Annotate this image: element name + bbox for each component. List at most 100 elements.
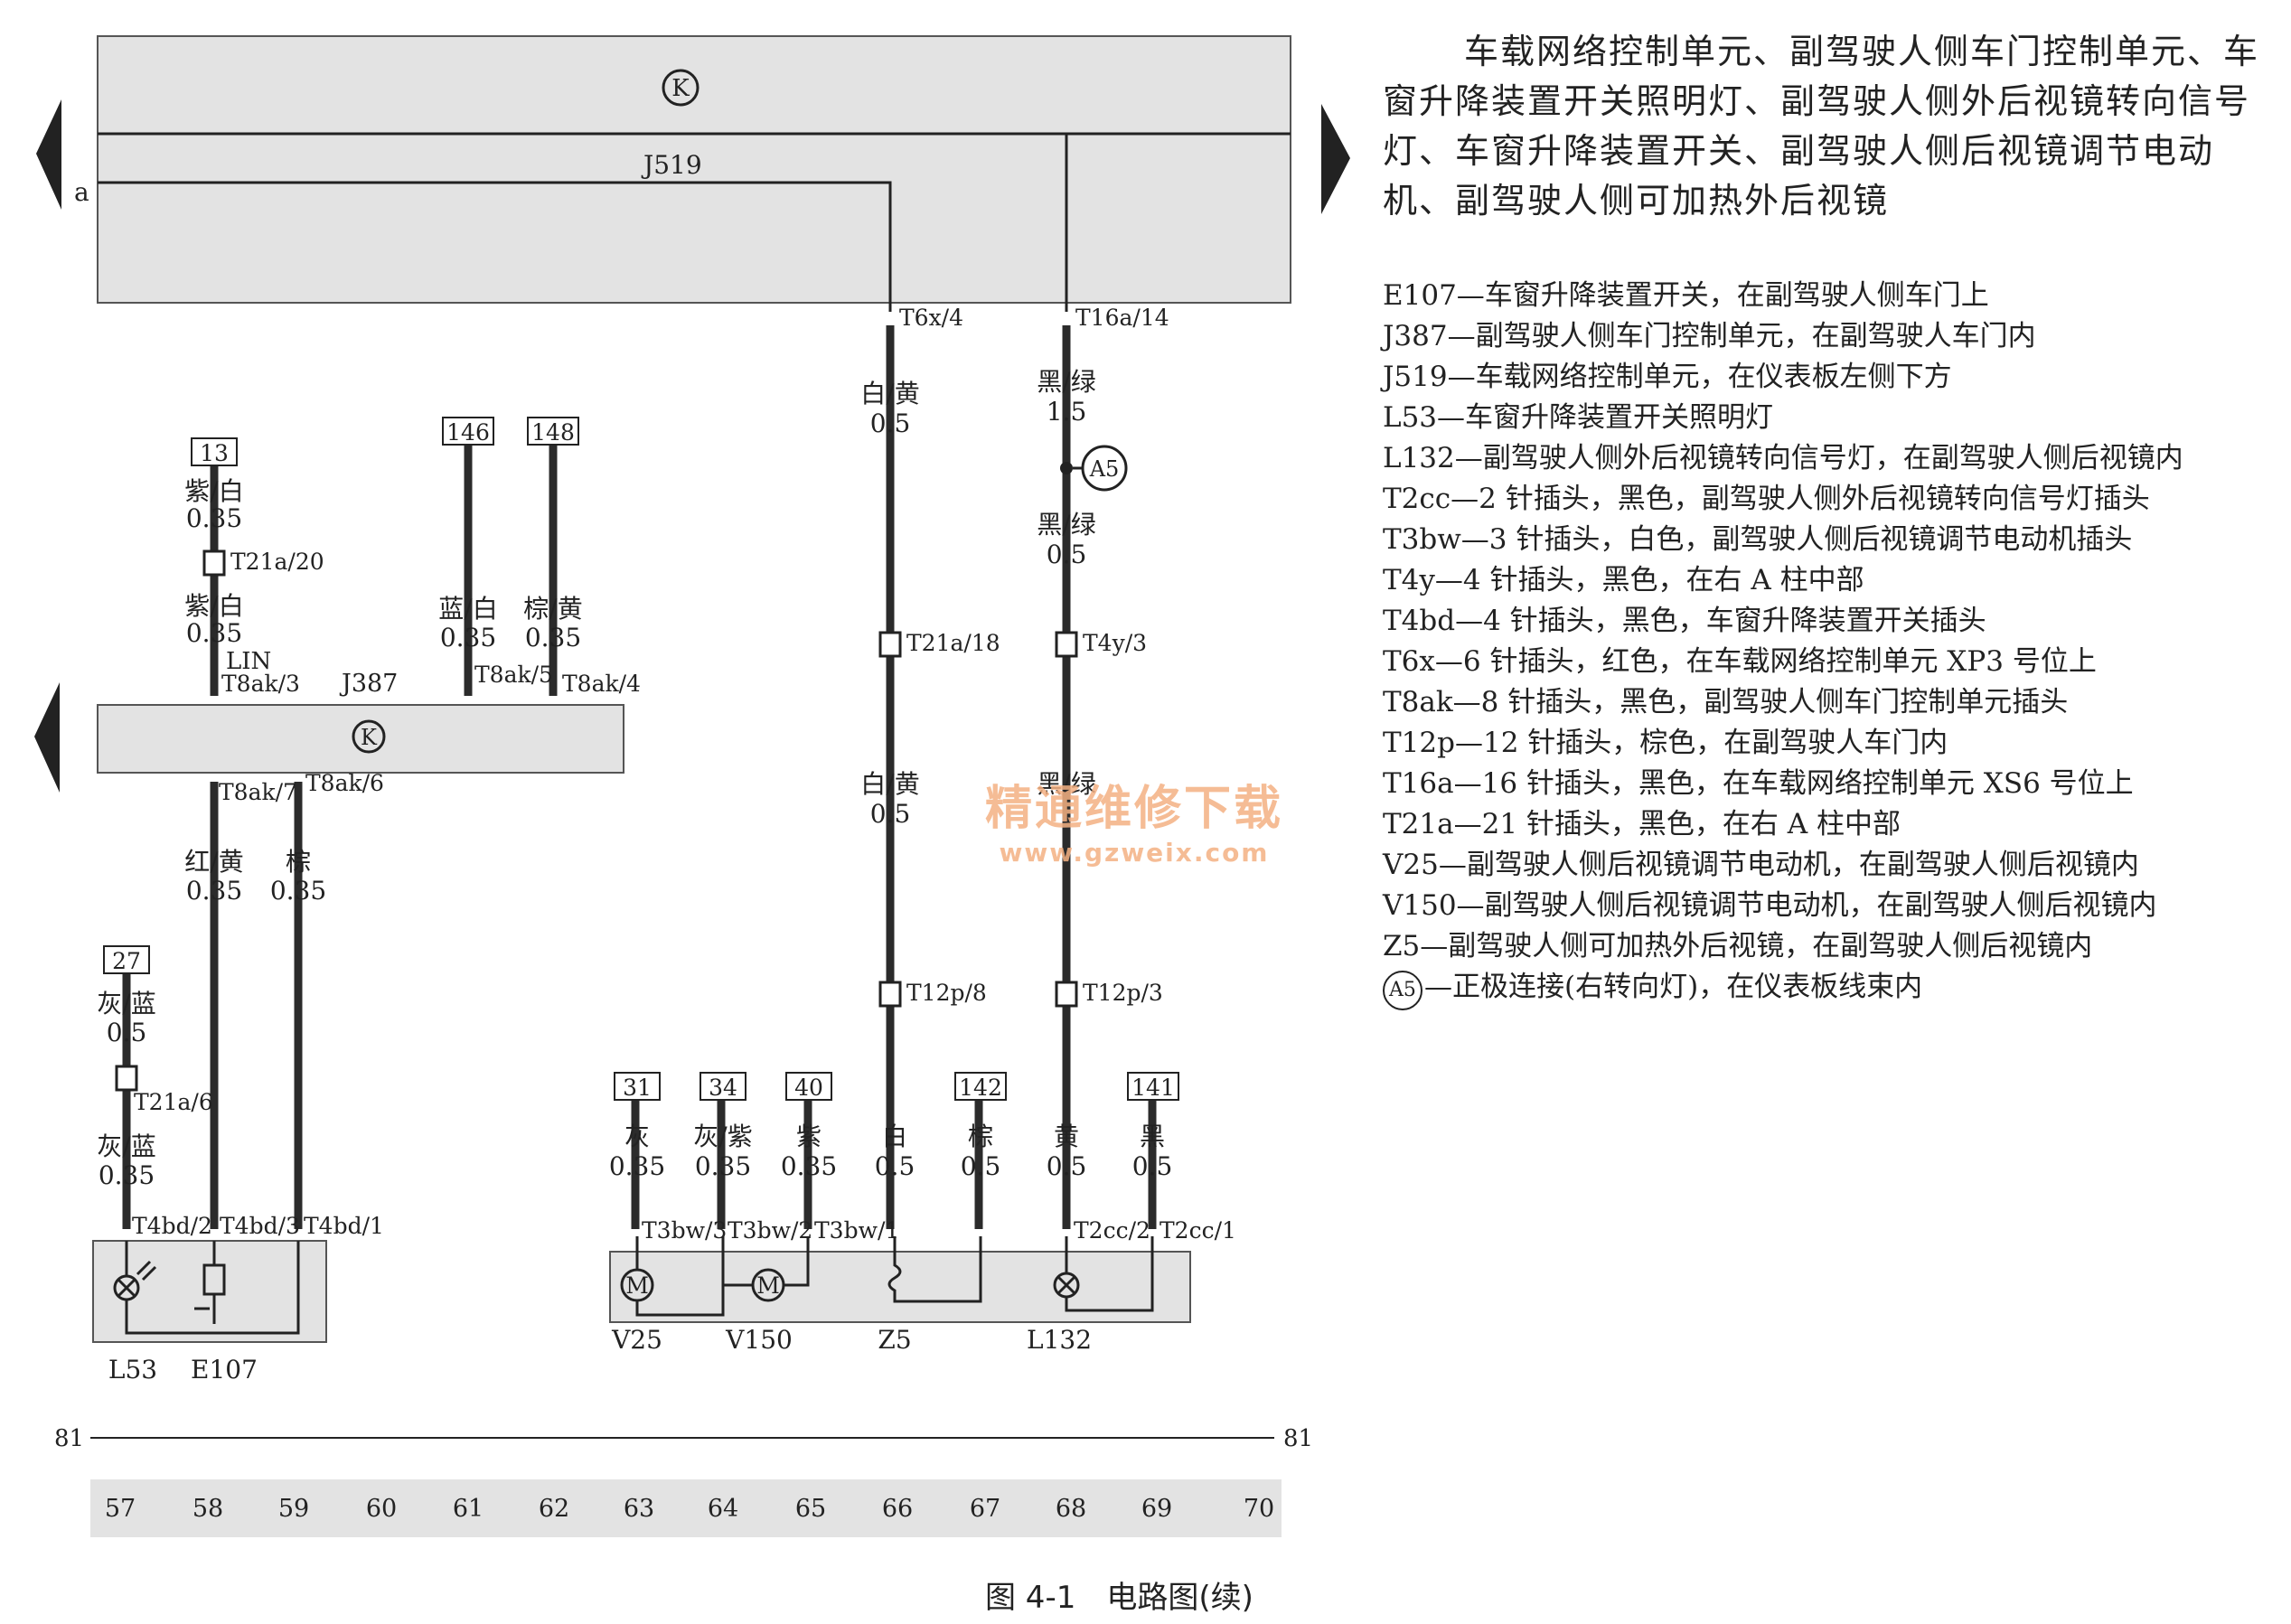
ref-27: 27 (112, 948, 141, 974)
ref-146: 146 (446, 419, 490, 446)
j387-label: J387 (339, 670, 398, 698)
wire-color: 棕/黄 (523, 594, 582, 624)
wire-color: 黑/绿 (1037, 510, 1095, 540)
connector-t2cc-2: T2cc/2 (1074, 1217, 1150, 1244)
legend-item: T8ak—8 针插头，黑色，副驾驶人侧车门控制单元插头 (1383, 686, 2069, 718)
wire-color: 灰/蓝 (97, 989, 155, 1019)
watermark-line2: www.gzweix.com (999, 838, 1270, 868)
connector-t21a-20: T21a/20 (230, 549, 324, 575)
wire-color: 灰 (624, 1122, 650, 1151)
wire-color: 蓝/白 (438, 594, 497, 624)
component-z5: Z5 (878, 1325, 911, 1355)
wire-color: 棕 (968, 1122, 993, 1151)
column-number: 64 (708, 1495, 738, 1523)
a-label: a (74, 177, 89, 207)
watermark: 精通维修下载 www.gzweix.com (985, 770, 1283, 868)
connector-t3bw-3: T3bw/3 (642, 1217, 727, 1244)
connector-t4y-3: T4y/3 (1083, 630, 1147, 656)
column-number: 59 (278, 1495, 309, 1523)
wire-size: 0.35 (99, 1160, 155, 1190)
diagram-title: 车载网络控制单元、副驾驶人侧车门控制单元、车窗升降装置开关照明灯、副驾驶人侧外后… (1383, 32, 2260, 221)
connector-t21a-18: T21a/18 (906, 630, 1000, 656)
j519-label: J519 (641, 150, 702, 180)
column-number: 57 (105, 1495, 136, 1523)
wire-color: 紫/白 (184, 476, 243, 506)
wire-size: 1.5 (1047, 397, 1087, 427)
column-number: 70 (1244, 1495, 1274, 1523)
ref-141: 141 (1131, 1075, 1175, 1101)
ref-13: 13 (200, 440, 229, 466)
watermark-line1: 精通维修下载 (985, 782, 1284, 836)
k-symbol-j519-text: K (671, 75, 690, 102)
j387-block (97, 704, 624, 774)
connector-t4bd-1: T4bd/1 (304, 1213, 384, 1239)
left-arrow-icon-j387 (34, 682, 60, 793)
wire-size: 0.35 (695, 1151, 751, 1181)
wire-color: 紫/白 (184, 591, 243, 621)
lin-label: LIN (226, 648, 271, 675)
wire-size: 0.35 (525, 623, 581, 652)
column-strip (90, 1479, 1282, 1537)
wire-size: 0.35 (186, 503, 242, 533)
column-number: 65 (795, 1495, 826, 1523)
component-v150: V150 (725, 1325, 793, 1355)
legend-item-a5: A5—正极连接(右转向灯)，在仪表板线束内 (1383, 967, 2277, 1010)
wire-color: 红/黄 (184, 847, 243, 877)
component-v25: V25 (611, 1325, 662, 1355)
wire-size: 0.35 (440, 623, 496, 652)
l53-e107-box (92, 1240, 327, 1343)
legend-item: J519—车载网络控制单元，在仪表板左侧下方 (1383, 361, 1952, 393)
wire-size: 0.35 (186, 618, 242, 648)
a5-circle (1081, 445, 1128, 492)
left-arrow-icon (36, 99, 61, 210)
legend-item: T6x—6 针插头，红色，在车载网络控制单元 XP3 号位上 (1383, 645, 2097, 678)
legend-item: L53—车窗升降装置开关照明灯 (1383, 401, 1774, 434)
legend-item: L132—副驾驶人侧外后视镜转向信号灯，在副驾驶人侧后视镜内 (1383, 442, 2183, 474)
ref-142: 142 (959, 1075, 1002, 1101)
column-number: 61 (453, 1495, 484, 1523)
figure-caption: 图 4-1 电路图(续) (985, 1580, 1253, 1616)
wire-size: 0.35 (270, 876, 326, 906)
column-number: 63 (624, 1495, 654, 1523)
ref-34: 34 (709, 1075, 737, 1101)
ref-40: 40 (794, 1075, 823, 1101)
connector-t12p-8: T12p/8 (906, 980, 987, 1006)
wire-size: 0.5 (1047, 1151, 1087, 1181)
connector-t2cc-1: T2cc/1 (1160, 1217, 1236, 1244)
legend-item: Z5—副驾驶人侧可加热外后视镜，在副驾驶人侧后视镜内 (1383, 930, 2093, 962)
heater-icon (887, 1236, 982, 1303)
legend-item: V25—副驾驶人侧后视镜调节电动机，在副驾驶人侧后视镜内 (1383, 849, 2139, 881)
component-l132: L132 (1027, 1325, 1092, 1355)
legend-item: T21a—21 针插头，黑色，在右 A 柱中部 (1383, 808, 1901, 840)
k-symbol-j519 (662, 69, 700, 107)
connector-t16a-14: T16a/14 (1075, 305, 1169, 331)
connector-t4bd-3: T4bd/3 (220, 1213, 300, 1239)
wire-size: 0.5 (1047, 540, 1087, 569)
ref-31: 31 (623, 1075, 652, 1101)
connector-t3bw-1: T3bw/1 (814, 1217, 899, 1244)
ref-148: 148 (531, 419, 575, 446)
wire-size: 0.5 (1132, 1151, 1173, 1181)
motor-m-v150: M (756, 1272, 780, 1299)
legend-item: T12p—12 针插头，棕色，在副驾驶人车门内 (1383, 727, 1948, 759)
circuit-diagram: K J519 a K J387 LIN A5 (34, 35, 1350, 1537)
wire-color: 白/黄 (860, 769, 919, 799)
wire-color: 白 (882, 1122, 907, 1151)
legend-item: T4bd—4 针插头，黑色，车窗升降装置开关插头 (1383, 605, 1986, 637)
connector-t3bw-2: T3bw/2 (728, 1217, 812, 1244)
column-number: 58 (192, 1495, 223, 1523)
wire-color: 黑/绿 (1037, 367, 1095, 397)
k-symbol-j387 (352, 719, 386, 754)
connector-t4bd-2: T4bd/2 (132, 1213, 212, 1239)
component-e107: E107 (191, 1355, 258, 1385)
connector-t12p-3: T12p/3 (1083, 980, 1163, 1006)
column-number: 66 (882, 1495, 913, 1523)
right-arrow-icon (1321, 104, 1350, 214)
k-symbol-j387-text: K (361, 725, 378, 750)
component-l53: L53 (108, 1355, 157, 1385)
wire-color: 灰/蓝 (97, 1131, 155, 1161)
legend-item: E107—车窗升降装置开关，在副驾驶人侧车门上 (1383, 279, 1989, 312)
wire-color: 棕 (286, 847, 311, 877)
column-number: 69 (1141, 1495, 1172, 1523)
wire-size: 0.5 (961, 1151, 1001, 1181)
